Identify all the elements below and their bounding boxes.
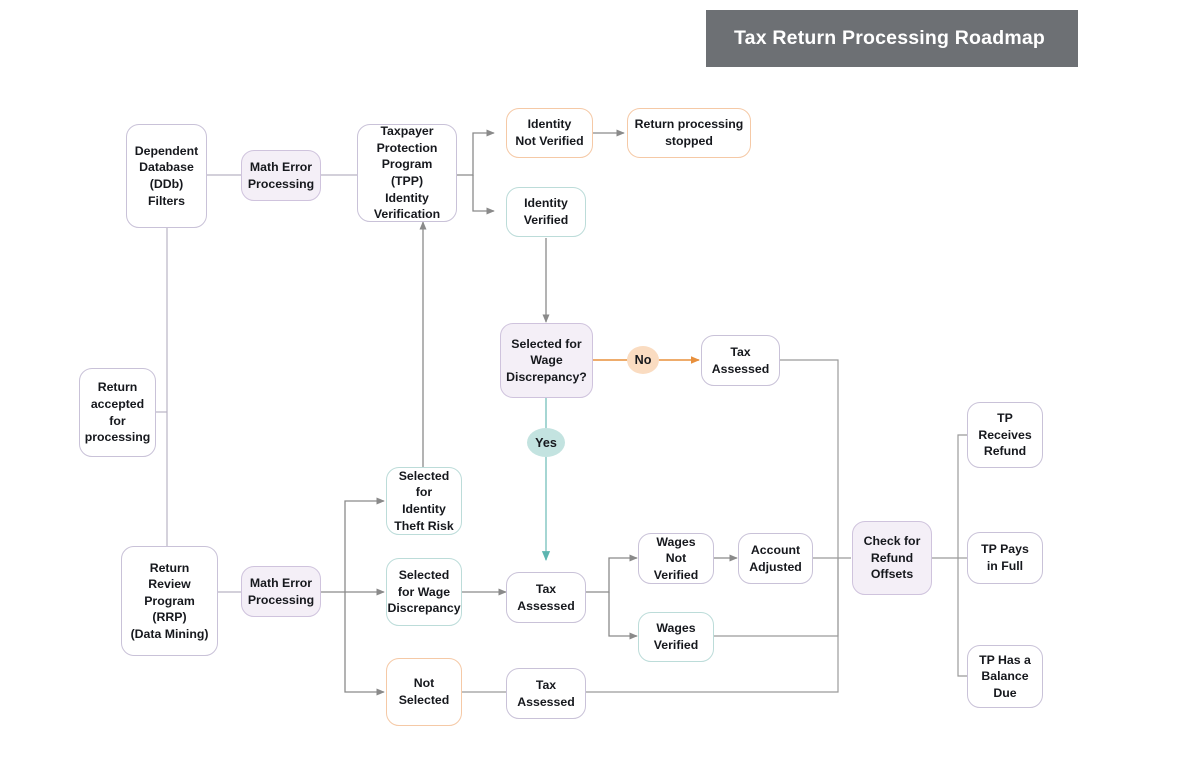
node-tax-assessed-bottom[interactable]: Tax Assessed (506, 668, 586, 719)
edge-math2-split-trunk (321, 497, 385, 593)
edge-tpp-split-trunk (457, 129, 495, 176)
edge-offsets-to-tpbalance (957, 558, 967, 677)
node-account-adjusted[interactable]: Account Adjusted (738, 533, 813, 584)
node-taxpayer-protection-program[interactable]: Taxpayer Protection Program (TPP) Identi… (357, 124, 457, 222)
edge-label-no: No (627, 346, 659, 374)
node-selected-for-identity-theft-risk[interactable]: Selected for Identity Theft Risk (386, 467, 462, 535)
node-identity-verified[interactable]: Identity Verified (506, 187, 586, 237)
node-return-review-program[interactable]: Return Review Program (RRP) (Data Mining… (121, 546, 218, 656)
node-tp-has-a-balance-due[interactable]: TP Has a Balance Due (967, 645, 1043, 708)
edge-label-yes: Yes (527, 428, 565, 457)
node-tp-receives-refund[interactable]: TP Receives Refund (967, 402, 1043, 468)
edge-taxmid-to-wagesver (608, 592, 638, 640)
node-math-error-processing-bottom[interactable]: Math Error Processing (241, 566, 321, 617)
node-tax-assessed-top[interactable]: Tax Assessed (701, 335, 780, 386)
node-wages-not-verified[interactable]: Wages Not Verified (638, 533, 714, 584)
page-title: Tax Return Processing Roadmap (734, 27, 1046, 49)
edge-taxmid-split-trunk (586, 554, 638, 593)
node-identity-not-verified[interactable]: Identity Not Verified (506, 108, 593, 158)
node-dependent-database-filters[interactable]: Dependent Database (DDb) Filters (126, 124, 207, 228)
node-decision-selected-for-wage-discrepancy[interactable]: Selected for Wage Discrepancy? (500, 323, 593, 398)
edge-offsets-split-trunk (932, 434, 967, 559)
node-wages-verified[interactable]: Wages Verified (638, 612, 714, 662)
node-tax-assessed-middle[interactable]: Tax Assessed (506, 572, 586, 623)
page-title-banner: Tax Return Processing Roadmap (706, 10, 1078, 67)
node-math-error-processing-top[interactable]: Math Error Processing (241, 150, 321, 201)
node-tp-pays-in-full[interactable]: TP Pays in Full (967, 532, 1043, 584)
edge-tpp-to-idver (472, 175, 495, 215)
node-not-selected[interactable]: Not Selected (386, 658, 462, 726)
edge-math2-to-notselected (344, 592, 385, 696)
node-check-for-refund-offsets[interactable]: Check for Refund Offsets (852, 521, 932, 595)
node-return-accepted-for-processing[interactable]: Return accepted for processing (79, 368, 156, 457)
edge-taxtop-to-offsets-junction (780, 359, 839, 558)
node-selected-for-wage-discrepancy[interactable]: Selected for Wage Discrepancy (386, 558, 462, 626)
node-return-processing-stopped[interactable]: Return processing stopped (627, 108, 751, 158)
